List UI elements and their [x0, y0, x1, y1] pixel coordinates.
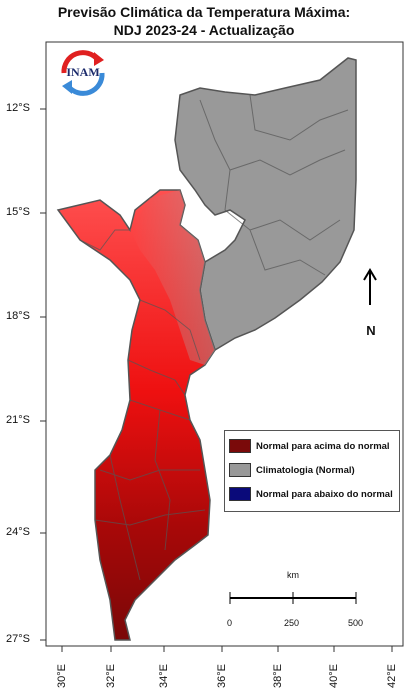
- lon-label: 36°E: [216, 664, 228, 688]
- region-normal-north: [174, 57, 357, 352]
- north-arrow-icon: [363, 268, 377, 305]
- scale-tick-label: 0: [227, 618, 233, 628]
- district-borders: [79, 94, 349, 581]
- legend-item-normal: Climatologia (Normal): [229, 463, 355, 477]
- north-letter: N: [366, 323, 376, 338]
- lat-label: 21°S: [6, 414, 30, 426]
- legend: Normal para acima do normal Climatologia…: [224, 430, 400, 512]
- lon-label: 32°E: [105, 664, 117, 688]
- lat-label: 15°S: [6, 206, 30, 218]
- lat-label: 12°S: [6, 102, 30, 114]
- inam-logo-text: INAM: [66, 65, 100, 79]
- legend-label-above: Normal para acima do normal: [256, 440, 390, 452]
- map-title-line2: NDJ 2023-24 - Actualização: [113, 22, 295, 38]
- scale-tick-label: 500: [348, 618, 364, 628]
- lat-label: 27°S: [6, 633, 30, 645]
- scale-bar-graphic: [229, 592, 357, 604]
- legend-swatch-above: [229, 439, 251, 453]
- map-title-line1: Previsão Climática da Temperatura Máxima…: [57, 4, 351, 20]
- inam-logo: INAM: [58, 48, 108, 98]
- lat-label: 18°S: [6, 310, 30, 322]
- scale-unit: km: [287, 570, 299, 580]
- lon-label: 38°E: [272, 664, 284, 688]
- axis-ticks: [40, 108, 393, 652]
- scale-tick-label: 250: [284, 618, 300, 628]
- legend-label-normal: Climatologia (Normal): [256, 464, 355, 476]
- lon-label: 40°E: [328, 664, 340, 688]
- map-frame: [45, 41, 404, 647]
- lon-label: 30°E: [56, 664, 68, 688]
- region-transition: [130, 190, 215, 365]
- legend-swatch-below: [229, 487, 251, 501]
- north-label: N: [356, 322, 386, 340]
- lon-label: 34°E: [158, 664, 170, 688]
- inam-logo-icon: [61, 50, 105, 96]
- legend-label-below: Normal para abaixo do normal: [256, 488, 393, 500]
- lon-label: 42°E: [386, 664, 398, 688]
- legend-item-above: Normal para acima do normal: [229, 439, 390, 453]
- scale-bar: km 0 250 500: [222, 570, 364, 634]
- legend-swatch-normal: [229, 463, 251, 477]
- lat-label: 24°S: [6, 526, 30, 538]
- legend-item-below: Normal para abaixo do normal: [229, 487, 393, 501]
